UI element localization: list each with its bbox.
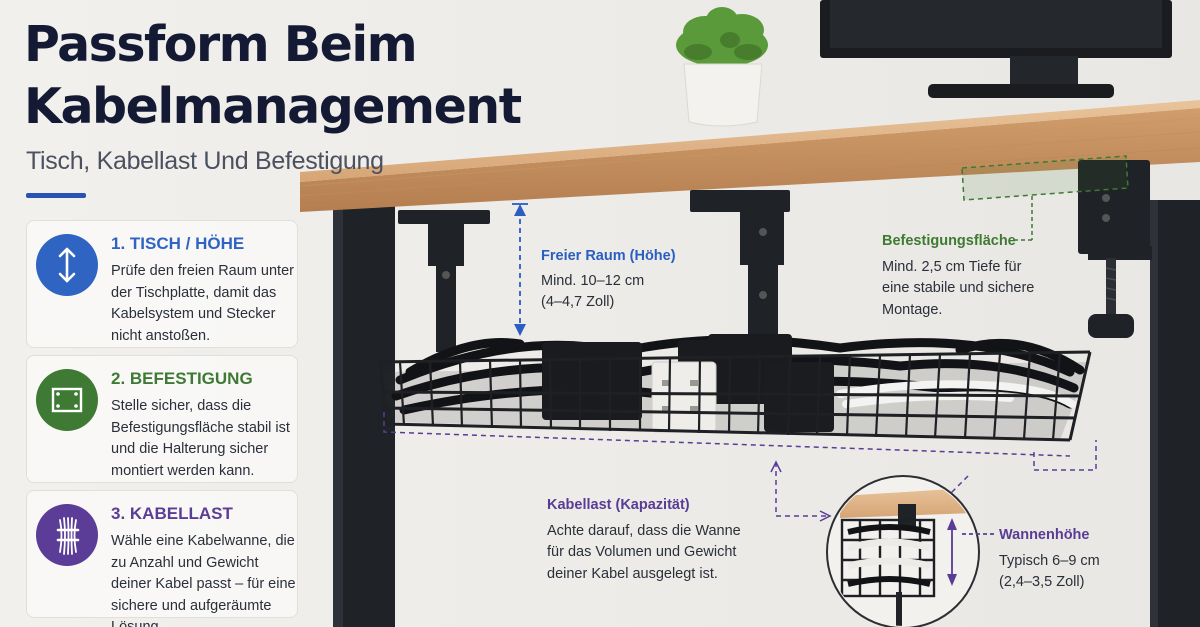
callout-free-space: Freier Raum (Höhe) Mind. 10–12 cm (4–4,7… <box>541 246 676 314</box>
bracket-left <box>398 210 490 352</box>
card-text: Wähle eine Kabelwanne, die zu Anzahl und… <box>111 533 296 627</box>
callout-line: Montage. <box>882 301 943 318</box>
callout-line: eine stabile und sichere <box>882 280 1035 296</box>
desk-top <box>299 100 1200 212</box>
card-text: Stelle sicher, dass die Befestigungsfläc… <box>111 398 290 479</box>
card-heading: 3. KABELLAST <box>111 504 233 523</box>
callout-cable-load: Kabellast (Kapazität) Achte darauf, dass… <box>547 495 741 585</box>
callout-line: (4–4,7 Zoll) <box>541 294 615 310</box>
page-subtitle: Tisch, Kabellast Und Befestigung <box>26 147 384 175</box>
callout-line: Mind. 10–12 cm <box>541 272 645 289</box>
callout-heading: Befestigungsfläche <box>882 233 1016 249</box>
potted-plant <box>676 7 768 127</box>
info-card-desk-height: 1. TISCH / HÖHE Prüfe den freien Raum un… <box>26 220 298 348</box>
monitor <box>820 0 1172 98</box>
vertical-arrows-icon <box>36 234 98 296</box>
desk-leg-right <box>1150 200 1200 627</box>
callout-line: deiner Kabel ausgelegt ist. <box>547 565 718 582</box>
bracket-center <box>690 190 790 340</box>
cable-tray <box>378 334 1092 442</box>
callout-line: Typisch 6–9 cm <box>999 552 1100 569</box>
callout-line: Mind. 2,5 cm Tiefe für <box>882 258 1022 275</box>
card-text: Prüfe den freien Raum unter der Tischpla… <box>111 263 294 344</box>
callout-heading: Freier Raum (Höhe) <box>541 248 676 264</box>
callout-line: für das Volumen und Gewicht <box>547 544 737 560</box>
card-heading: 1. TISCH / HÖHE <box>111 234 245 253</box>
mounting-plate-icon <box>36 369 98 431</box>
callout-line: (2,4–3,5 Zoll) <box>999 574 1085 590</box>
callout-mounting-surface: Befestigungsfläche Mind. 2,5 cm Tiefe fü… <box>882 231 1034 321</box>
callout-heading: Kabellast (Kapazität) <box>547 497 690 513</box>
clamp-right <box>1078 160 1152 338</box>
callout-line: Achte darauf, dass die Wanne <box>547 522 741 539</box>
title-underline <box>26 193 86 198</box>
info-card-cable-load: 3. KABELLAST Wähle eine Kabelwanne, die … <box>26 490 298 627</box>
cable-load-marker <box>383 412 1097 522</box>
mounting-surface-marker <box>961 155 1129 241</box>
card-heading: 2. BEFESTIGUNG <box>111 369 253 388</box>
info-card-mounting: 2. BEFESTIGUNG Stelle sicher, dass die B… <box>26 355 298 483</box>
height-dimension-marker <box>512 203 528 336</box>
callout-heading: Wannenhöhe <box>999 527 1090 543</box>
page-title: Passform Beim Kabelmanagement <box>24 16 522 135</box>
callout-tray-height: Wannenhöhe Typisch 6–9 cm (2,4–3,5 Zoll) <box>999 525 1100 594</box>
cable-bundle-icon <box>36 504 98 566</box>
